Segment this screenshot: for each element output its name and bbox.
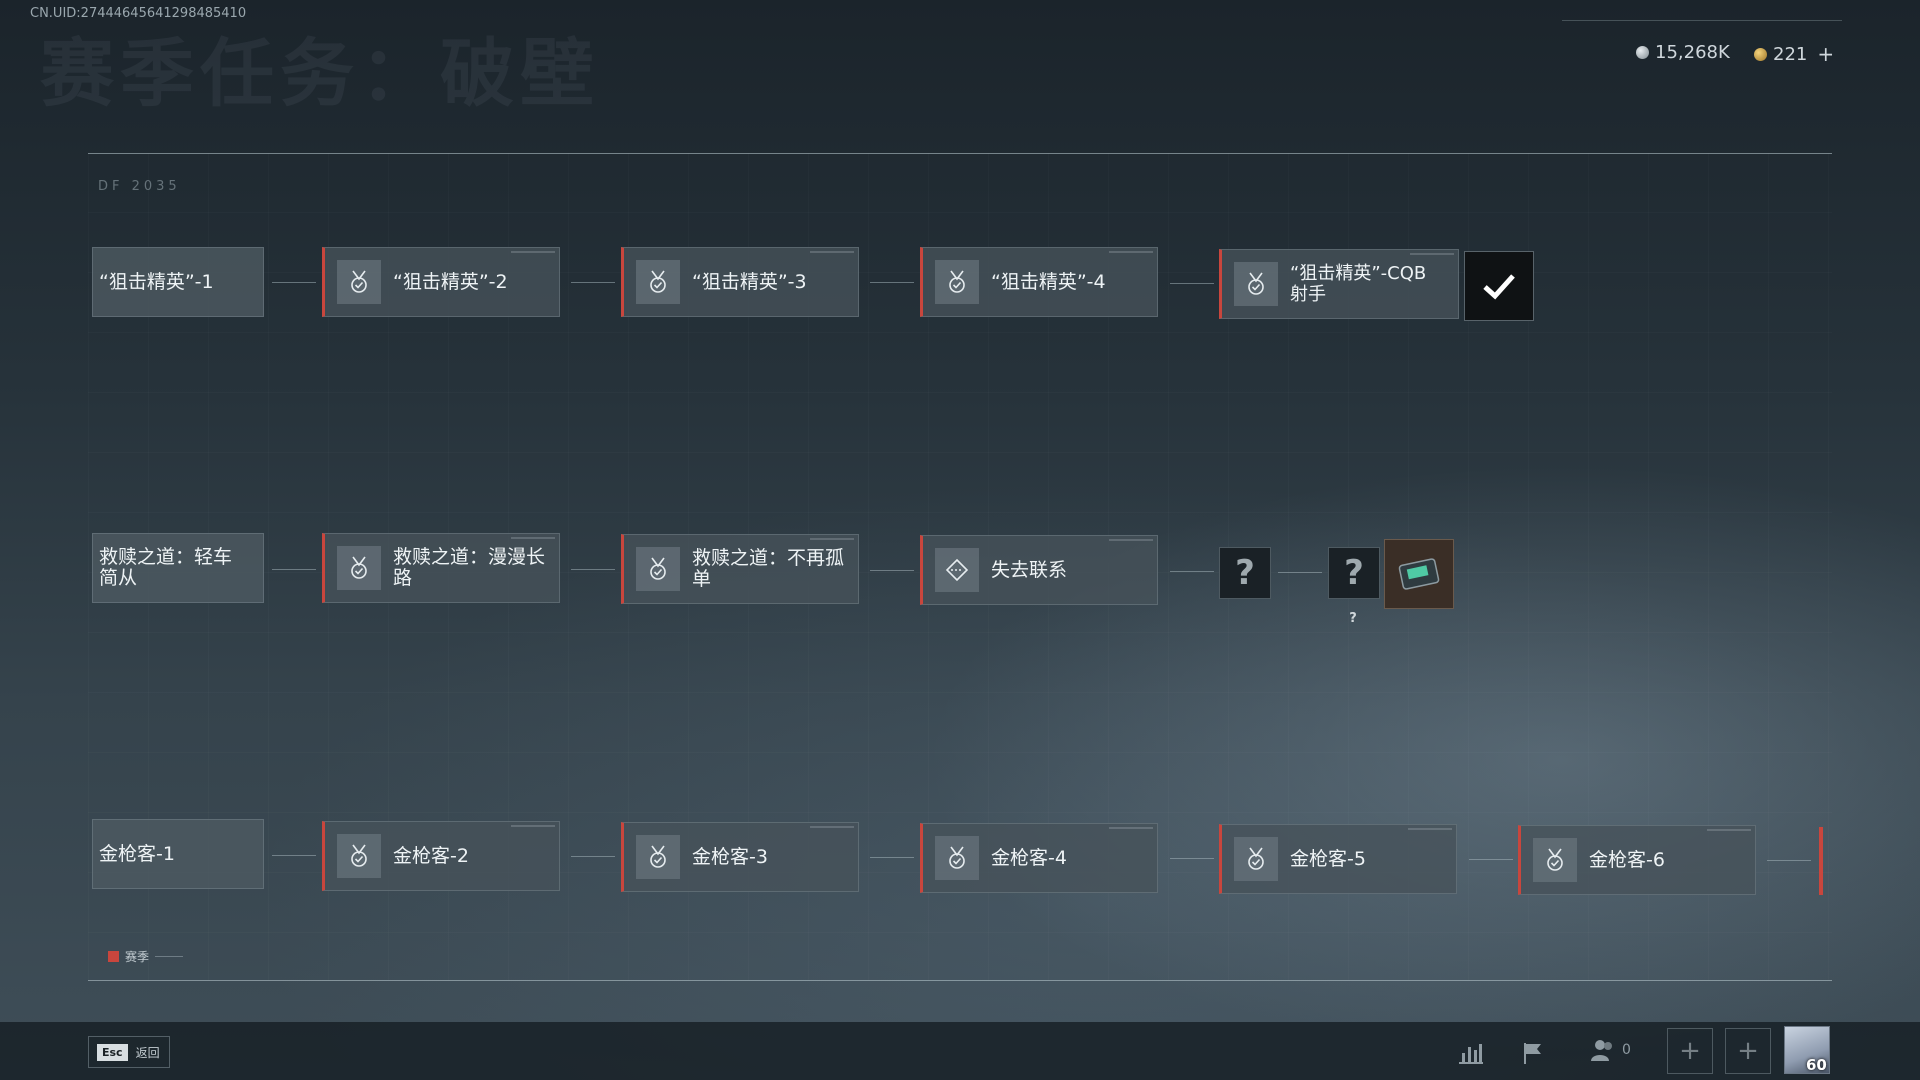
medal-check-icon (1234, 262, 1278, 306)
stats-icon (1459, 1044, 1483, 1064)
frame-code: DF 2035 (98, 179, 181, 194)
task-node-sniper-2[interactable]: “狙击精英”-2 (322, 247, 560, 317)
legend-swatch (108, 951, 119, 962)
task-label: 金枪客-1 (99, 842, 175, 865)
task-node-redemption-3[interactable]: 救赎之道：不再孤单 (621, 534, 859, 604)
connector (870, 857, 914, 858)
task-label: 金枪客-4 (991, 846, 1067, 869)
task-label: “狙击精英”-CQB射手 (1290, 263, 1427, 305)
task-node-golden-gun-4[interactable]: 金枪客-4 (920, 823, 1158, 893)
connector (1469, 859, 1513, 860)
legend-label: 赛季 (125, 950, 150, 964)
connector (571, 282, 615, 283)
medal-check-icon (337, 260, 381, 304)
reward-item[interactable] (1384, 539, 1454, 609)
player-uid: CN.UID:27444645641298485410 (30, 6, 247, 21)
task-node-golden-gun-5[interactable]: 金枪客-5 (1219, 824, 1457, 894)
connector (870, 570, 914, 571)
reward-device-icon (1398, 558, 1440, 590)
task-node-redemption-2[interactable]: 救赎之道：漫漫长路 (322, 533, 560, 603)
task-node-sniper-1[interactable]: “狙击精英”-1 (92, 247, 264, 317)
bottom-bar (0, 1022, 1920, 1080)
task-label: 金枪客-5 (1290, 847, 1366, 870)
connector (1170, 571, 1214, 572)
connector (870, 282, 914, 283)
task-node-golden-gun-6[interactable]: 金枪客-6 (1518, 825, 1756, 895)
friends-icon (1591, 1040, 1612, 1061)
add-slot-button[interactable]: + (1667, 1028, 1713, 1074)
task-node-golden-gun-1[interactable]: 金枪客-1 (92, 819, 264, 889)
connector (1278, 572, 1322, 573)
disconnect-icon (935, 548, 979, 592)
frame-bottom-line (88, 980, 1832, 981)
back-label: 返回 (135, 1045, 160, 1060)
task-label: 金枪客-2 (393, 844, 469, 867)
row-end-marker (1819, 827, 1823, 895)
page-title: 赛季任务：破壁 (40, 31, 600, 117)
task-node-golden-gun-3[interactable]: 金枪客-3 (621, 822, 859, 892)
task-node-golden-gun-2[interactable]: 金枪客-2 (322, 821, 560, 891)
legend: 赛季 (108, 948, 184, 965)
flag-icon (1524, 1043, 1541, 1064)
connector (571, 569, 615, 570)
task-label: “狙击精英”-4 (991, 270, 1106, 293)
task-node-lost-contact[interactable]: 失去联系 (920, 535, 1158, 605)
avatar[interactable] (1784, 1026, 1830, 1074)
connector (272, 282, 316, 283)
stats-button[interactable] (1454, 1036, 1488, 1070)
task-label: “狙击精英”-3 (692, 270, 807, 293)
esc-key: Esc (97, 1043, 128, 1061)
silver-currency: 15,268K (1636, 42, 1730, 63)
silver-amount: 15,268K (1655, 42, 1730, 63)
task-label: “狙击精英”-2 (393, 270, 508, 293)
connector (272, 855, 316, 856)
connector (1767, 860, 1811, 861)
task-label: 金枪客-6 (1589, 848, 1665, 871)
medal-check-icon (1234, 837, 1278, 881)
task-node-sniper-4[interactable]: “狙击精英”-4 (920, 247, 1158, 317)
connector (1170, 283, 1214, 284)
gold-amount: 221 (1773, 43, 1808, 65)
unknown-task-node[interactable]: ? (1328, 547, 1380, 599)
task-node-sniper-3[interactable]: “狙击精英”-3 (621, 247, 859, 317)
flag-button[interactable] (1516, 1036, 1550, 1070)
decor-line (1562, 20, 1842, 21)
task-label: 救赎之道：不再孤单 (692, 547, 845, 590)
add-currency-button[interactable]: + (1817, 42, 1835, 66)
task-label: “狙击精英”-1 (99, 270, 214, 293)
medal-check-icon (337, 834, 381, 878)
task-label: 金枪客-3 (692, 845, 768, 868)
player-level: 60 (1806, 1056, 1827, 1074)
unknown-hint: ? (1349, 611, 1357, 626)
medal-check-icon (636, 835, 680, 879)
task-label: 失去联系 (991, 558, 1068, 581)
task-label: 救赎之道：轻车简从 (99, 546, 233, 589)
connector (571, 856, 615, 857)
task-label: 救赎之道：漫漫长路 (393, 546, 546, 589)
medal-check-icon (935, 260, 979, 304)
friends-count: 0 (1622, 1042, 1631, 1058)
medal-check-icon (337, 546, 381, 590)
connector (272, 569, 316, 570)
task-node-sniper-cqb[interactable]: “狙击精英”-CQB射手 (1219, 249, 1459, 319)
connector (1170, 858, 1214, 859)
task-node-redemption-1[interactable]: 救赎之道：轻车简从 (92, 533, 264, 603)
friends-button[interactable]: 0 (1590, 1038, 1631, 1062)
add-slot-button[interactable]: + (1725, 1028, 1771, 1074)
silver-coin-icon (1636, 46, 1649, 59)
back-button[interactable]: Esc 返回 (88, 1036, 170, 1068)
frame-top-line (88, 153, 1832, 154)
gold-currency[interactable]: 221 + (1754, 42, 1834, 66)
completed-reward[interactable] (1464, 251, 1534, 321)
unknown-task-node[interactable]: ? (1219, 547, 1271, 599)
medal-check-icon (636, 260, 680, 304)
medal-check-icon (636, 547, 680, 591)
medal-check-icon (935, 836, 979, 880)
medal-check-icon (1533, 838, 1577, 882)
gold-coin-icon (1754, 47, 1767, 61)
checkmark-icon (1483, 274, 1515, 300)
